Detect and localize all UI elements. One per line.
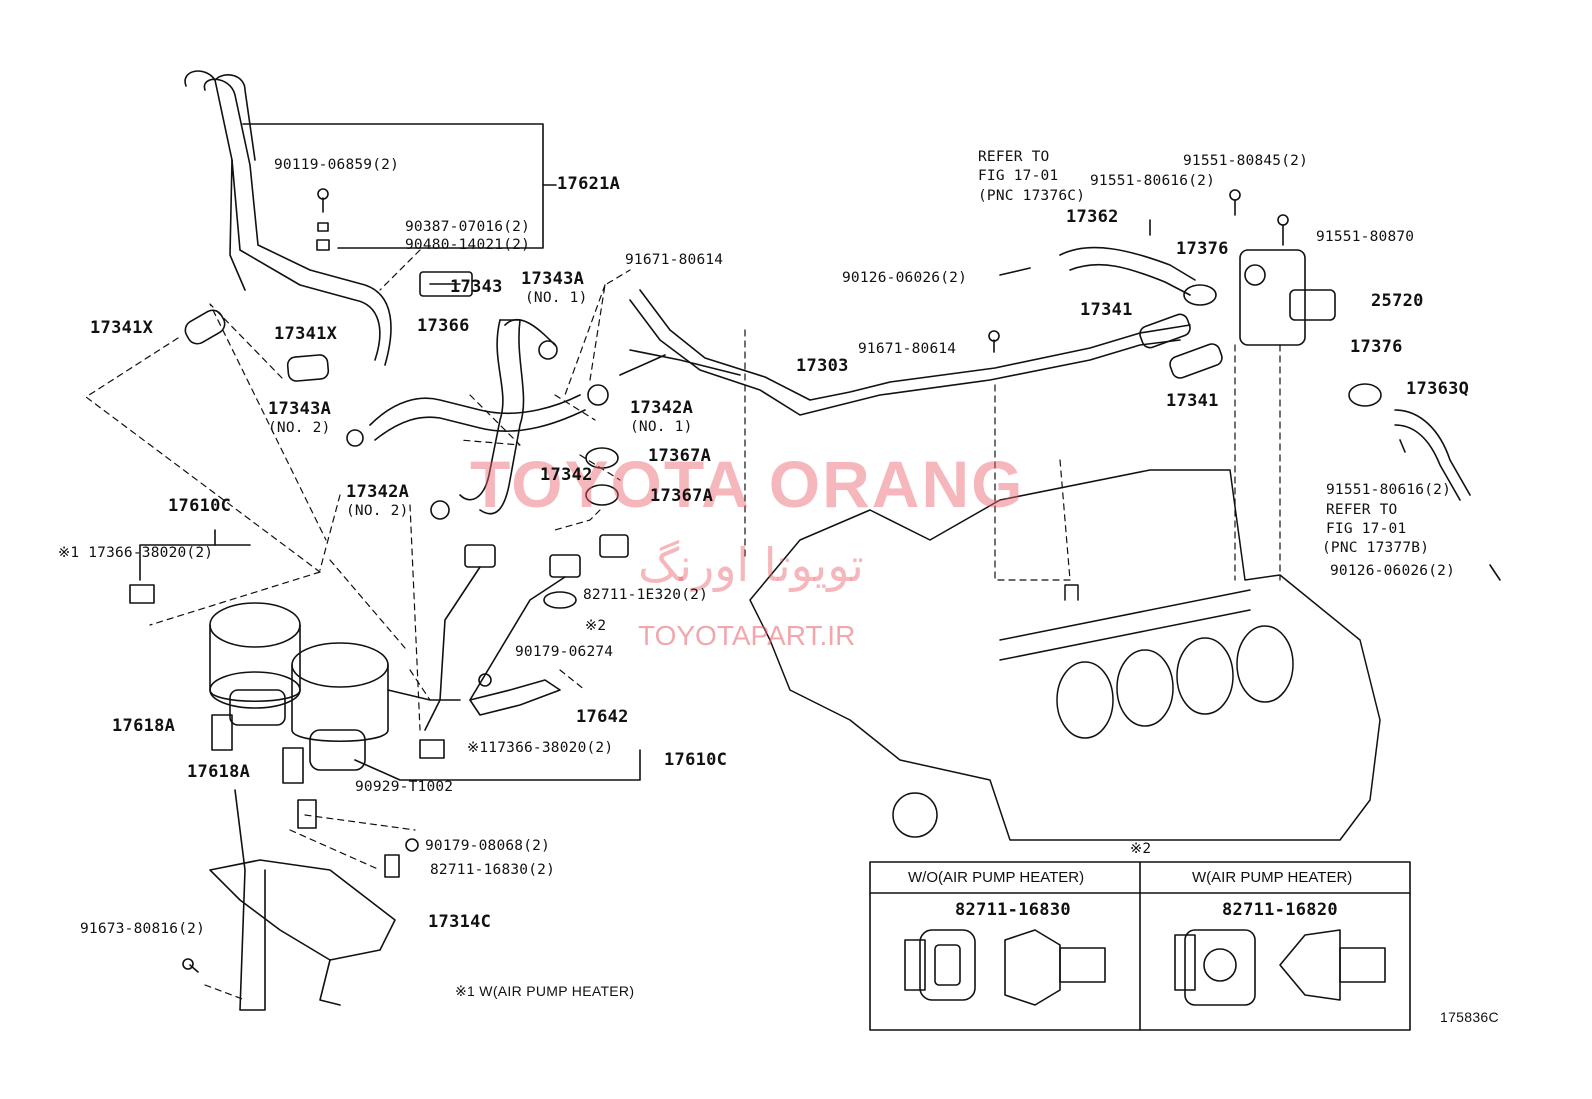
label-pnc-17377B: (PNC 17377B) bbox=[1322, 540, 1430, 556]
inset-header-without-heater: W/O(AIR PUMP HEATER) bbox=[908, 869, 1085, 886]
label-17363Q: 17363Q bbox=[1406, 379, 1470, 399]
label-17343: 17343 bbox=[450, 277, 503, 297]
label-17366-38020-a: ※1 17366-38020(2) bbox=[58, 545, 214, 561]
label-90929-T1002: 90929-T1002 bbox=[355, 779, 454, 795]
inset-title: ※2 bbox=[1130, 841, 1152, 857]
label-no1-a: (NO. 1) bbox=[525, 290, 588, 306]
label-note-2: ※2 bbox=[585, 618, 607, 634]
label-refer-to-1: REFER TO bbox=[978, 149, 1050, 165]
sensors-17618A bbox=[211, 714, 304, 784]
inset-connector-left bbox=[904, 929, 1106, 1006]
label-90480-14021: 90480-14021(2) bbox=[405, 237, 531, 253]
label-82711-16830-2: 82711-16830(2) bbox=[430, 862, 556, 878]
label-no2-b: (NO. 2) bbox=[346, 503, 409, 519]
bracket-17621A bbox=[242, 123, 544, 249]
label-17342: 17342 bbox=[540, 465, 593, 485]
label-90126-06026-a: 90126-06026(2) bbox=[842, 270, 968, 286]
clamp-17343A bbox=[346, 340, 558, 447]
connectors bbox=[424, 534, 629, 731]
hose-17341-pair bbox=[1139, 313, 1223, 379]
pipe-17363Q bbox=[1394, 409, 1471, 501]
hose-17343 bbox=[459, 318, 556, 515]
label-17376-a: 17376 bbox=[1176, 239, 1229, 259]
label-17343A-no1: 17343A bbox=[521, 269, 585, 289]
label-17610C-top: 17610C bbox=[168, 496, 232, 516]
label-90119-06859: 90119-06859(2) bbox=[274, 157, 400, 173]
label-91551-80616-a: 91551-80616(2) bbox=[1090, 173, 1216, 189]
clips bbox=[129, 584, 492, 878]
label-17341-b: 17341 bbox=[1166, 391, 1219, 411]
engine-block bbox=[749, 469, 1381, 841]
inset-part-82711-16820: 82711-16820 bbox=[1222, 900, 1338, 920]
valve-25720 bbox=[1239, 249, 1336, 346]
pipe-17621A bbox=[184, 70, 392, 366]
label-refer-to-2: REFER TO bbox=[1326, 502, 1398, 518]
gasket-17376-b bbox=[1348, 383, 1382, 407]
label-17362: 17362 bbox=[1066, 207, 1119, 227]
label-17618A-a: 17618A bbox=[112, 716, 176, 736]
label-17366-38020-b: ※117366-38020(2) bbox=[467, 740, 614, 756]
watermark-persian: تویوتا اورنگ bbox=[638, 538, 864, 592]
bracket-17642 bbox=[469, 679, 561, 716]
watermark-brand: TOYOTA ORANG bbox=[470, 447, 1025, 521]
label-no2-a: (NO. 2) bbox=[268, 420, 331, 436]
grommet-17367A bbox=[585, 447, 619, 506]
label-17621A: 17621A bbox=[557, 174, 621, 194]
label-17642: 17642 bbox=[576, 707, 629, 727]
label-17341-a: 17341 bbox=[1080, 300, 1133, 320]
inset-part-82711-16830: 82711-16830 bbox=[955, 900, 1071, 920]
label-fig-1: FIG 17-01 bbox=[978, 168, 1059, 184]
hose-17342 bbox=[369, 394, 586, 441]
label-no1-b: (NO. 1) bbox=[630, 419, 693, 435]
hose-17341X-a bbox=[184, 309, 226, 345]
label-91551-80616-b: 91551-80616(2) bbox=[1326, 482, 1452, 498]
label-17367A-a: 17367A bbox=[648, 446, 712, 466]
diagram-code: 175836C bbox=[1440, 1009, 1499, 1025]
label-82711-1E320: 82711-1E320(2) bbox=[583, 587, 709, 603]
label-17376-b: 17376 bbox=[1350, 337, 1403, 357]
label-17341X-a: 17341X bbox=[90, 318, 154, 338]
label-17303: 17303 bbox=[796, 356, 849, 376]
hose-17341X-b bbox=[286, 354, 330, 382]
label-91551-80845: 91551-80845(2) bbox=[1183, 153, 1309, 169]
label-91671-80614-a: 91671-80614 bbox=[625, 252, 724, 268]
inset-connector-right bbox=[1174, 929, 1386, 1006]
label-91671-80614-b: 91671-80614 bbox=[858, 341, 957, 357]
pipe-17303 bbox=[619, 289, 1191, 416]
label-17618A-b: 17618A bbox=[187, 762, 251, 782]
pipe-17362 bbox=[1059, 246, 1196, 296]
bracket-17314C bbox=[209, 789, 396, 1011]
inset-header-with-heater: W(AIR PUMP HEATER) bbox=[1192, 869, 1353, 886]
footnote-air-pump-heater: ※1 W(AIR PUMP HEATER) bbox=[455, 983, 635, 999]
label-17341X-b: 17341X bbox=[274, 324, 338, 344]
air-pump-17610C bbox=[139, 529, 641, 781]
clamp-17342A bbox=[430, 384, 609, 520]
bolts bbox=[182, 188, 1501, 973]
watermark-site: TOYOTAPART.IR bbox=[638, 620, 856, 651]
label-90179-08068: 90179-08068(2) bbox=[425, 838, 551, 854]
label-17342A-no1: 17342A bbox=[630, 398, 694, 418]
label-17342A-no2: 17342A bbox=[346, 482, 410, 502]
label-17367A-b: 17367A bbox=[650, 486, 714, 506]
label-91673-80816: 91673-80816(2) bbox=[80, 921, 206, 937]
label-90126-06026-b: 90126-06026(2) bbox=[1330, 563, 1456, 579]
label-90387-07016: 90387-07016(2) bbox=[405, 219, 531, 235]
label-25720: 25720 bbox=[1371, 291, 1424, 311]
label-fig-2: FIG 17-01 bbox=[1326, 521, 1407, 537]
label-pnc-17376C: (PNC 17376C) bbox=[978, 188, 1086, 204]
label-17366: 17366 bbox=[417, 316, 470, 336]
part-17366 bbox=[419, 271, 473, 297]
label-17314C: 17314C bbox=[428, 912, 492, 932]
label-90179-06274: 90179-06274 bbox=[515, 644, 614, 660]
label-17343A-no2: 17343A bbox=[268, 399, 332, 419]
gasket-17376-a bbox=[1183, 284, 1217, 306]
label-91551-80870: 91551-80870 bbox=[1316, 229, 1415, 245]
label-17610C-bottom: 17610C bbox=[664, 750, 728, 770]
inset-frame bbox=[869, 861, 1411, 1031]
